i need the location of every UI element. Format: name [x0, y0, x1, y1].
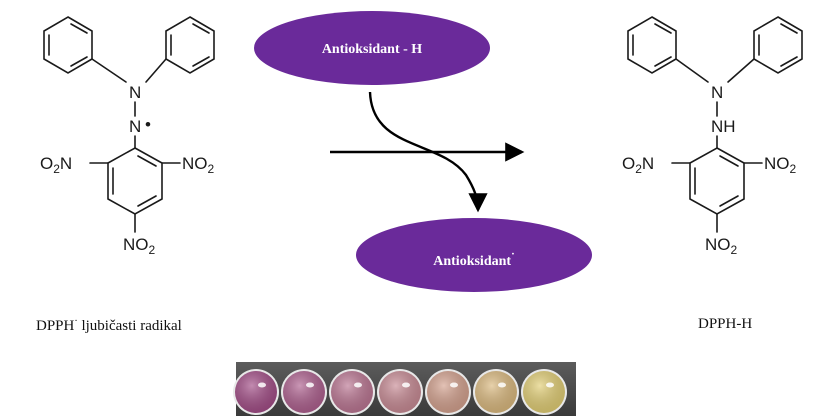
well-plate-photo [233, 362, 576, 416]
phenyl-ring-right-2-inner [758, 23, 798, 67]
phenyl-ring-right-2 [753, 16, 803, 74]
picryl-ring-right-inner [694, 155, 739, 207]
well-shading [283, 371, 325, 413]
well-highlight [306, 382, 314, 388]
wells-group [233, 369, 567, 415]
picryl-ring-left-inner [112, 155, 157, 207]
well-highlight [498, 382, 506, 388]
picryl-ring-right [689, 147, 745, 215]
caption-dpph-name: DPPH [36, 318, 75, 334]
dpph-h-structure: N NH O2N NO2 NO2 [622, 16, 803, 257]
label-no2-right-right: NO2 [764, 154, 797, 176]
well-highlight [546, 382, 554, 388]
well-shading [235, 371, 277, 413]
product-label: Antioksidant· [433, 248, 514, 269]
phenyl-ring-left-2 [165, 16, 215, 74]
reagent-ellipse-shape [254, 11, 490, 85]
curved-arrow [368, 91, 488, 213]
phenyl-ring-left-1-inner [48, 23, 88, 67]
bond-ring1-n-right [675, 58, 709, 83]
well-shading [427, 371, 469, 413]
well-highlight [450, 382, 458, 388]
label-no2-bottom-left: NO2 [123, 235, 156, 257]
well-highlight [258, 382, 266, 388]
caption-dpph-radical: DPPH· ljubičasti radikal [36, 316, 182, 335]
bond-ring1-n [91, 58, 127, 83]
label-no2-right-left: NO2 [182, 154, 215, 176]
bond-ring2-n-right [727, 58, 755, 83]
label-no2-bottom-right: NO2 [705, 235, 738, 257]
dpph-radical-structure: N N • O2N NO2 NO2 [40, 16, 215, 257]
caption-dpph-description: ljubičasti radikal [81, 318, 182, 334]
well-shading [523, 371, 565, 413]
atom-n-upper-right: N [711, 83, 723, 102]
atom-n-lower-left: N [129, 117, 141, 136]
reagent-label: Antioksidant - H [322, 42, 422, 57]
phenyl-ring-right-1 [627, 16, 677, 74]
label-o2n-right: O2N [622, 154, 654, 176]
radical-dot: • [145, 115, 151, 134]
phenyl-ring-right-1-inner [632, 23, 672, 67]
well-highlight [402, 382, 410, 388]
reagent-ellipse: Antioksidant - H [254, 11, 490, 85]
caption-dpph-radical-mark: · [74, 316, 78, 327]
product-ellipse-shape [356, 218, 592, 292]
atom-n-upper-left: N [129, 83, 141, 102]
label-o2n-left: O2N [40, 154, 72, 176]
well-highlight [354, 382, 362, 388]
caption-dpph-h: DPPH-H [698, 316, 753, 332]
well-shading [379, 371, 421, 413]
product-ellipse: Antioksidant· [356, 218, 592, 292]
well-shading [331, 371, 373, 413]
bond-ring2-n [145, 58, 167, 83]
phenyl-ring-left-2-inner [170, 23, 210, 67]
phenyl-ring-left-1 [43, 16, 93, 74]
well-shading [475, 371, 517, 413]
atom-nh-right: NH [711, 117, 736, 136]
picryl-ring-left [107, 147, 163, 215]
